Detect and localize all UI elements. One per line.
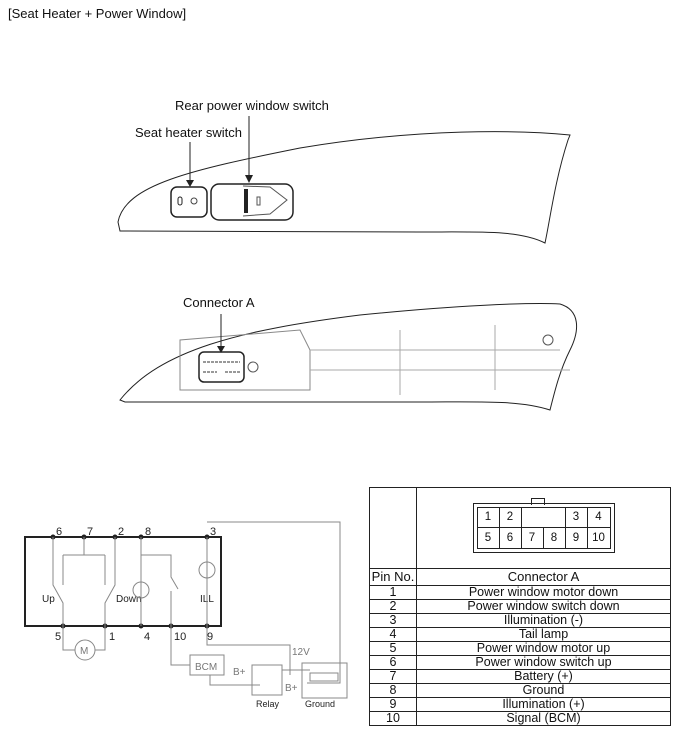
svg-text:B+: B+ bbox=[285, 683, 298, 694]
svg-text:8: 8 bbox=[145, 526, 151, 538]
seat-heater-switch bbox=[170, 186, 208, 218]
label-rear-power-window-switch: Rear power window switch bbox=[175, 98, 329, 113]
switch-panel-top-view bbox=[117, 116, 571, 244]
svg-text:BCM: BCM bbox=[195, 662, 217, 673]
label-connector-a: Connector A bbox=[183, 295, 255, 310]
header-connector-a: Connector A bbox=[416, 568, 671, 586]
svg-text:4: 4 bbox=[144, 631, 150, 643]
svg-text:5: 5 bbox=[55, 631, 61, 643]
svg-text:B+: B+ bbox=[233, 667, 246, 678]
switch-panel-bottom-view bbox=[119, 303, 578, 411]
svg-text:Down: Down bbox=[116, 594, 142, 605]
page-title: [Seat Heater + Power Window] bbox=[8, 6, 187, 21]
svg-text:Relay: Relay bbox=[256, 699, 280, 709]
svg-text:9: 9 bbox=[207, 631, 213, 643]
header-pin-no: Pin No. bbox=[369, 568, 417, 586]
svg-text:3: 3 bbox=[210, 526, 216, 538]
connector-a-housing bbox=[198, 351, 245, 383]
switch-body bbox=[24, 536, 222, 627]
wiring-schematic: 6 7 2 8 3 5 1 4 10 9 Up Down ILL M BCM bbox=[24, 521, 348, 709]
svg-text:12V: 12V bbox=[292, 647, 310, 658]
pin-table: 1 2 3 4 5 6 7 8 9 10 Pin No. Connector A… bbox=[369, 487, 671, 726]
svg-text:2: 2 bbox=[118, 526, 124, 538]
svg-text:Up: Up bbox=[42, 594, 55, 605]
svg-text:1: 1 bbox=[109, 631, 115, 643]
svg-text:M: M bbox=[80, 646, 88, 657]
svg-text:Ground: Ground bbox=[305, 699, 335, 709]
svg-text:7: 7 bbox=[87, 526, 93, 538]
connector-diagram: 1 2 3 4 5 6 7 8 9 10 bbox=[472, 498, 615, 553]
rear-power-window-switch bbox=[210, 183, 294, 221]
label-seat-heater-switch: Seat heater switch bbox=[135, 125, 242, 140]
svg-text:6: 6 bbox=[56, 526, 62, 538]
svg-text:10: 10 bbox=[174, 631, 186, 643]
